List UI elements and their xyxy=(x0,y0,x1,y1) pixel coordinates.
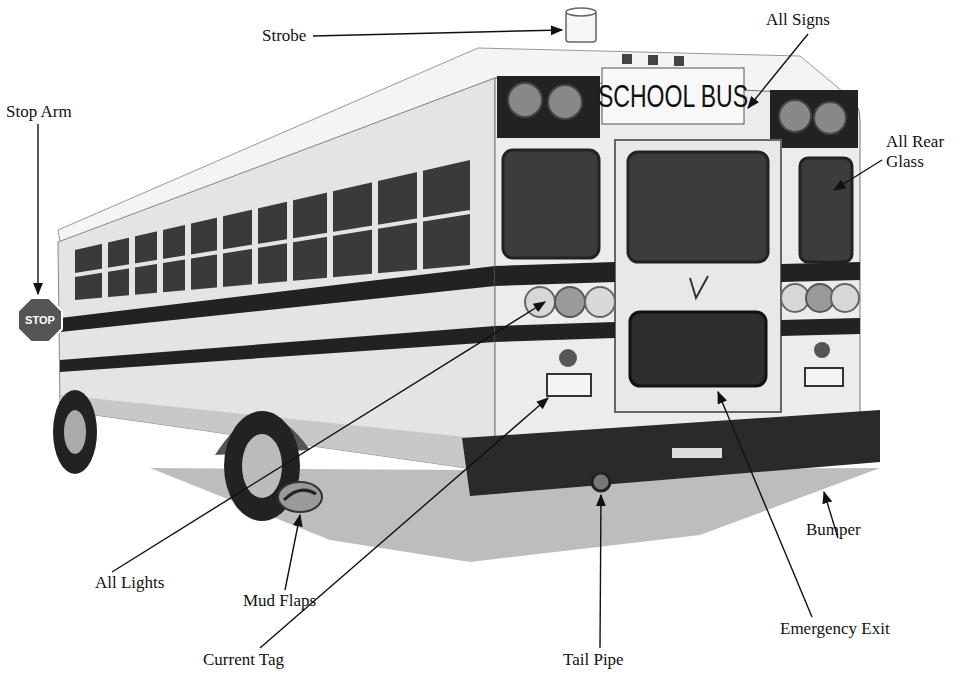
part-label: All Signs xyxy=(766,10,830,30)
light-panel xyxy=(770,90,858,148)
part-label: Stop Arm xyxy=(6,102,72,122)
mud-flap xyxy=(278,482,322,512)
part-label: Strobe xyxy=(262,26,306,46)
front-wheel xyxy=(53,390,97,474)
tail-light xyxy=(585,287,615,317)
wheel-hub xyxy=(64,410,86,454)
leader-line xyxy=(260,398,548,648)
rear-window xyxy=(800,158,852,262)
tail-light xyxy=(806,284,834,312)
part-label: All Rear Glass xyxy=(886,132,966,172)
marker-light xyxy=(622,54,632,64)
plate-light xyxy=(814,342,830,358)
marker-light xyxy=(674,56,684,66)
part-label: Current Tag xyxy=(203,650,284,670)
tail-pipe xyxy=(592,473,610,491)
sign-text: SCHOOL BUS xyxy=(598,80,748,112)
warning-light xyxy=(508,83,542,117)
door-lower-window xyxy=(630,312,766,386)
warning-light xyxy=(814,102,846,134)
leader-lines xyxy=(38,30,882,648)
door-handle xyxy=(690,276,708,298)
leader-line xyxy=(748,34,808,108)
warning-light xyxy=(779,100,811,132)
rear-stripe xyxy=(495,322,615,342)
window-pillars xyxy=(105,168,420,300)
window-rail xyxy=(75,212,470,275)
part-label: All Lights xyxy=(95,573,164,593)
strobe-top xyxy=(566,8,596,16)
rear-decal xyxy=(805,368,843,386)
stop-text: STOP xyxy=(25,315,55,326)
leader-line xyxy=(112,302,545,572)
side-stripe xyxy=(60,266,495,332)
rear-stripe xyxy=(781,262,860,282)
plate-light xyxy=(559,349,577,367)
door-window xyxy=(628,152,768,262)
part-label: Emergency Exit xyxy=(780,619,890,639)
wheel-hub xyxy=(242,434,282,498)
rear-stripe xyxy=(495,262,615,286)
leader-line xyxy=(37,124,38,294)
leader-line xyxy=(600,495,601,648)
part-label: Mud Flaps xyxy=(243,591,316,611)
part-label: Bumper xyxy=(806,520,861,540)
leader-line xyxy=(834,160,882,190)
rear-stripe xyxy=(781,318,860,336)
part-label: Tail Pipe xyxy=(563,650,624,670)
warning-light xyxy=(548,85,582,119)
stop-arm xyxy=(18,298,62,342)
mud-flap-mark xyxy=(284,490,316,500)
tail-light xyxy=(831,284,859,312)
bumper xyxy=(462,410,880,496)
license-plate xyxy=(547,374,591,396)
tail-light xyxy=(525,287,555,317)
leader-line xyxy=(718,392,812,617)
rear-window xyxy=(503,150,599,258)
marker-light xyxy=(648,55,658,65)
leader-line xyxy=(285,515,300,590)
side-stripe xyxy=(60,326,495,372)
bumper-plate xyxy=(672,448,722,458)
leader-line xyxy=(313,30,562,36)
tail-light xyxy=(781,284,809,312)
tail-light xyxy=(555,287,585,317)
light-panel xyxy=(497,76,600,138)
emergency-door xyxy=(615,140,781,412)
bus-side xyxy=(58,78,495,472)
